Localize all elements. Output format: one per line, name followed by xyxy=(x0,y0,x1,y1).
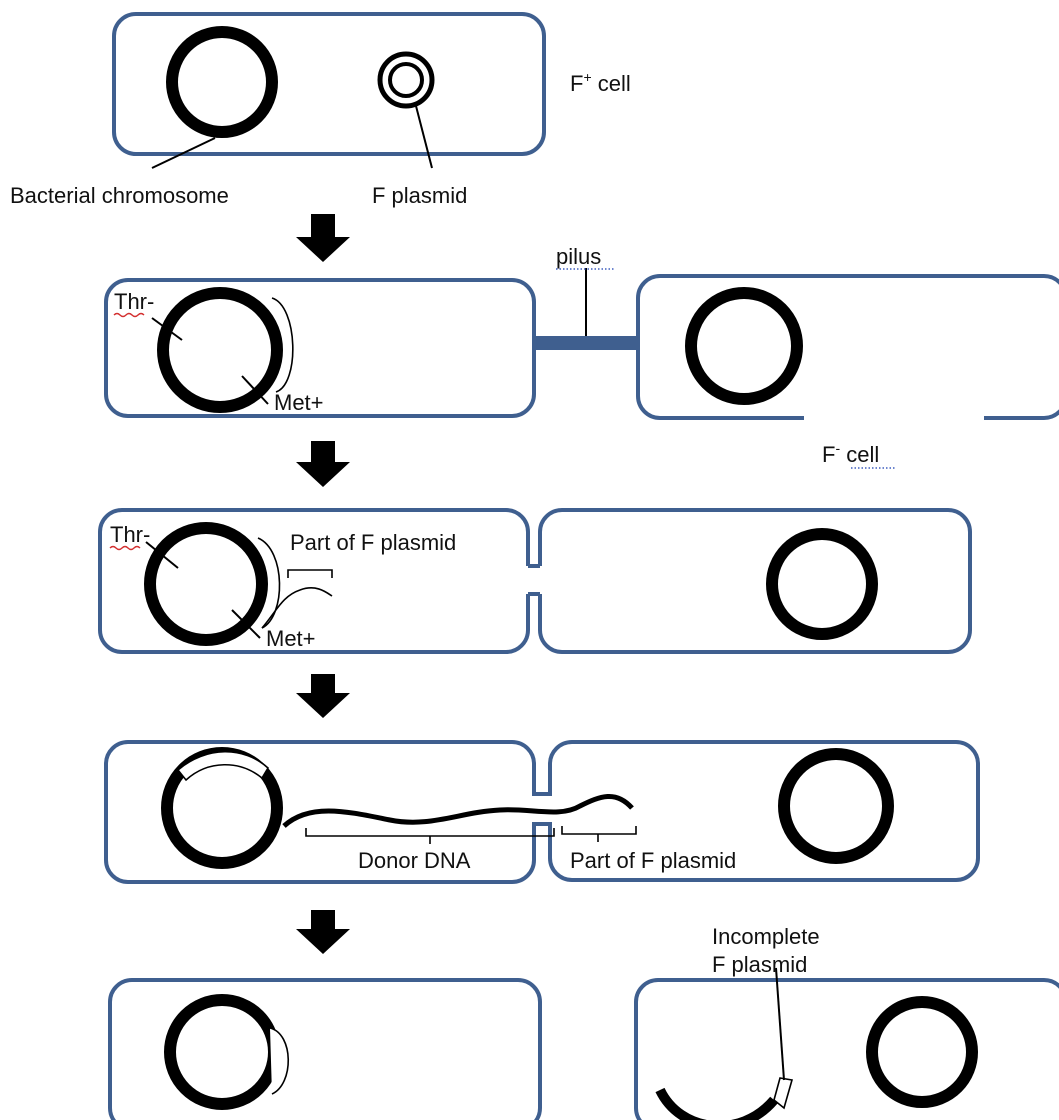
met-plus-label: Met+ xyxy=(266,626,316,651)
f-plus-cell xyxy=(114,14,544,154)
f-plasmid-label: F plasmid xyxy=(372,183,467,208)
stage-2: pilus Thr- Met+ xyxy=(106,244,1059,422)
arrow-down-icon xyxy=(296,214,350,262)
bacterial-chromosome-label: Bacterial chromosome xyxy=(10,183,229,208)
donor-dna-label: Donor DNA xyxy=(358,848,471,873)
thr-minus-label: Thr- xyxy=(110,522,150,547)
f-minus-cell-label: F- cell xyxy=(822,440,879,467)
met-plus-label: Met+ xyxy=(274,390,324,415)
recipient-cell xyxy=(540,510,970,652)
recipient-cell xyxy=(636,980,1059,1120)
stage-1: F+ cell Bacterial chromosome F plasmid xyxy=(10,14,631,208)
border-gap xyxy=(804,412,984,422)
stage-4: Donor DNA Part of F plasmid xyxy=(106,742,978,882)
stage-3: Thr- Met+ Part of F plasmid xyxy=(100,510,970,652)
arrow-down-icon xyxy=(296,910,350,954)
part-of-f-plasmid-label: Part of F plasmid xyxy=(570,848,736,873)
pilus-bridge xyxy=(532,336,640,350)
membrane-pore xyxy=(522,566,546,594)
arrow-down-icon xyxy=(296,674,350,718)
f-plus-cell-label: F+ cell xyxy=(570,69,631,96)
arrow-down-icon xyxy=(296,441,350,487)
part-of-f-plasmid-label: Part of F plasmid xyxy=(290,530,456,555)
incomplete-label-line2: F plasmid xyxy=(712,952,807,977)
pilus-label: pilus xyxy=(556,244,601,269)
incomplete-label-line1: Incomplete xyxy=(712,924,820,949)
stage-5: Incomplete F plasmid xyxy=(110,924,1059,1120)
thr-minus-label: Thr- xyxy=(114,289,154,314)
recipient-cell xyxy=(638,276,1059,418)
